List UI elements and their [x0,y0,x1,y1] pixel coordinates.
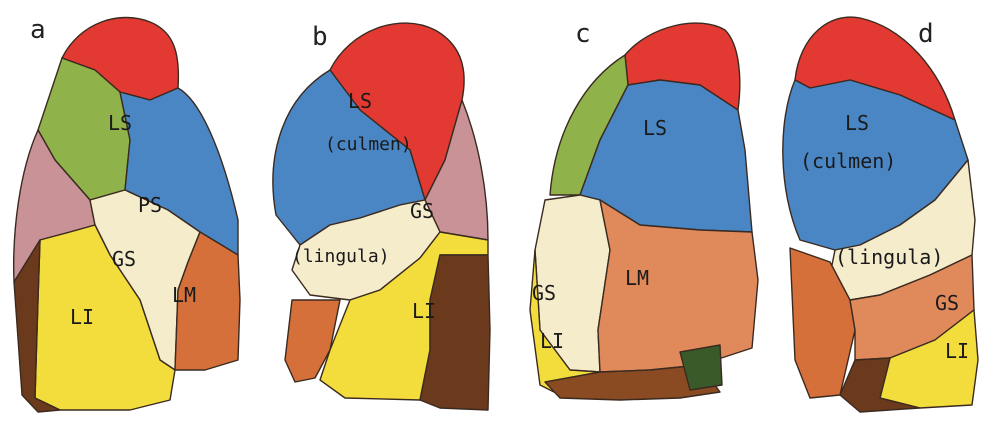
panel-d-label-lingula: (lingula) [835,245,943,269]
panel-a-label-lm: LM [172,283,196,307]
panel-d-label-gs: GS [935,291,959,315]
panel-a-label-gs: GS [112,247,136,271]
panel-c-label-li: LI [540,329,564,353]
panel-b-label-lingula: (lingula) [292,246,390,267]
panel-b-label-gs: GS [410,199,434,223]
panel-d-label-culmen: (culmen) [800,149,896,173]
panel-d-label-ls: LS [845,111,869,135]
panel-a-label-li: LI [70,305,94,329]
panel-d: d LS (culmen) (lingula) GS LI [783,17,978,412]
panel-a: a LS PS GS LM LI [14,15,240,412]
panel-b-letter: b [312,22,328,52]
panel-a-letter: a [30,15,46,45]
panel-c-label-gs: GS [532,281,556,305]
panel-d-label-li: LI [945,339,969,363]
panel-d-letter: d [918,19,934,49]
panel-c-label-ls: LS [643,116,667,140]
panel-b: b LS (culmen) GS (lingula) LI [273,22,490,410]
panel-a-label-ls: LS [108,111,132,135]
panel-c-letter: c [575,19,591,49]
panel-b-label-ls: LS [348,89,372,113]
panel-a-label-ps: PS [138,193,162,217]
panel-c-label-lm: LM [625,266,649,290]
panel-b-label-li: LI [412,299,436,323]
panel-b-label-culmen: (culmen) [325,134,412,155]
panel-c: c LS LM GS LI [530,19,758,400]
